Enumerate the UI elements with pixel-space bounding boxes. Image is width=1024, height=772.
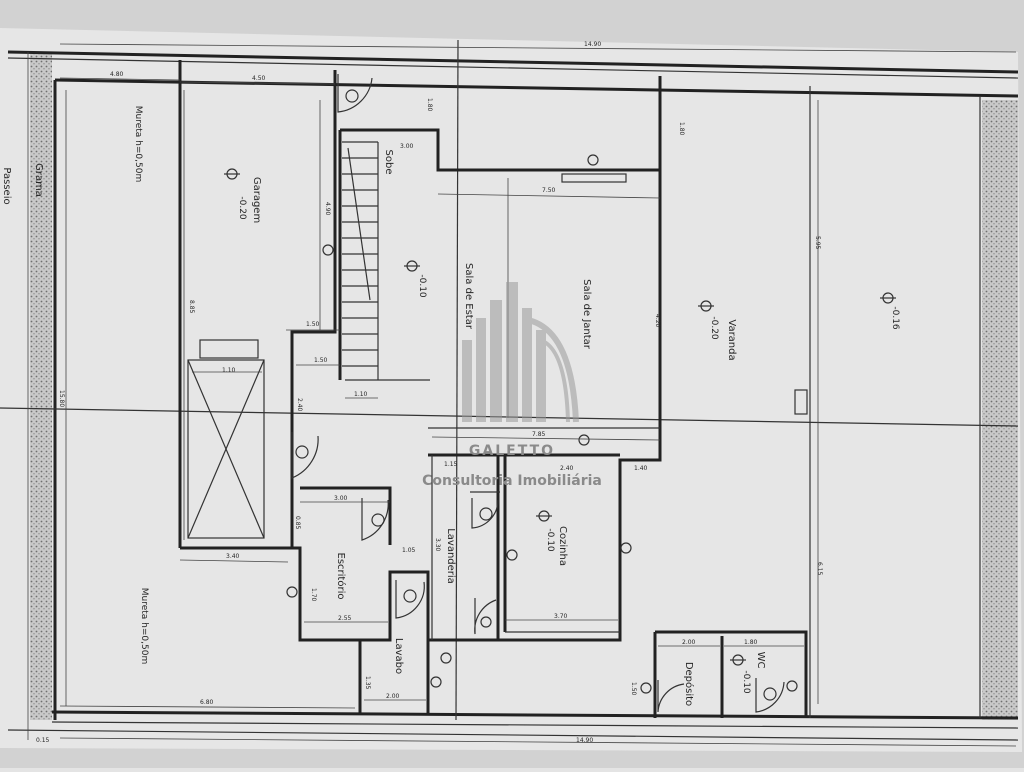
dim-2-55: 2.55 — [338, 615, 352, 622]
level-cozinha: -0.10 — [545, 528, 555, 552]
level-garagem: -0.20 — [237, 196, 247, 220]
level-wc: -0.10 — [741, 670, 751, 694]
staircase — [342, 141, 379, 380]
dimension-labels: 14.90 4.80 4.50 1.80 3.00 7.50 1.80 4.90… — [36, 41, 823, 744]
grass-strip-left — [30, 52, 52, 720]
dim-1-50-b: 1.50 — [314, 357, 328, 364]
dim-7-50: 7.50 — [542, 187, 556, 194]
room-label-lavanderia: Lavanderia — [445, 528, 456, 584]
dim-3-30: 3.30 — [434, 538, 441, 552]
doors — [291, 74, 785, 713]
dim-2-00-a: 2.00 — [386, 693, 400, 700]
label-grama: Grama — [33, 163, 44, 197]
dim-2-40-a: 2.40 — [296, 398, 303, 412]
room-label-sobe: Sobe — [383, 150, 394, 175]
dim-5-95: 5.95 — [814, 236, 821, 250]
dim-1-80-c: 1.80 — [744, 639, 758, 646]
dim-total-top: 14.90 — [584, 41, 601, 48]
room-label-lavabo: Lavabo — [393, 638, 404, 674]
exterior-labels: Passeio Grama Mureta h=0,50m Mureta h=0,… — [1, 106, 149, 664]
dim-3-70: 3.70 — [554, 613, 568, 620]
dimension-lines — [59, 43, 1017, 747]
dim-4-80: 4.80 — [110, 71, 124, 78]
level-sala: -0.10 — [417, 274, 427, 298]
level-labels: -0.20 -0.10 -0.20 -0.16 -0.10 -0.10 — [237, 196, 900, 694]
dim-1-15: 1.15 — [444, 461, 458, 468]
room-label-deposito: Depósito — [683, 662, 695, 706]
dim-4-50: 4.50 — [252, 75, 266, 82]
dim-2-00-b: 2.00 — [682, 639, 696, 646]
room-label-sala-jantar: Sala de Jantar — [581, 279, 592, 350]
dim-8-85: 8.85 — [188, 300, 195, 314]
watermark-name: GALETTO — [469, 443, 555, 459]
label-mureta-bottom: Mureta h=0,50m — [139, 588, 149, 664]
dim-15-80: 15.80 — [58, 390, 65, 407]
watermark-logo — [462, 282, 579, 423]
dim-4-20: 4.20 — [654, 314, 661, 328]
level-markers — [224, 168, 896, 666]
dim-1-80-a: 1.80 — [426, 98, 433, 112]
dim-total-bottom: 14.90 — [576, 737, 593, 744]
dim-1-40: 1.40 — [634, 465, 648, 472]
level-quintal: -0.16 — [890, 306, 900, 330]
dim-1-50-a: 1.50 — [306, 321, 320, 328]
room-label-escritorio: Escritório — [335, 553, 347, 600]
dim-0-85: 0.85 — [294, 516, 301, 530]
watermark-tagline: Consultoria Imobiliária — [422, 473, 602, 489]
label-passeio: Passeio — [1, 167, 12, 204]
grass-strip-right — [982, 100, 1018, 720]
room-label-cozinha: Cozinha — [557, 526, 568, 566]
dim-1-35: 1.35 — [364, 676, 371, 690]
room-label-wc: WC — [755, 652, 766, 669]
dim-0-15: 0.15 — [36, 737, 50, 744]
dim-1-10-b: 1.10 — [354, 391, 368, 398]
house-walls — [290, 70, 808, 718]
element-tags — [286, 89, 798, 701]
dim-1-05: 1.05 — [402, 547, 416, 554]
level-varanda: -0.20 — [709, 316, 719, 340]
room-label-varanda: Varanda — [726, 319, 737, 360]
room-label-sala-estar: Sala de Estar — [463, 263, 474, 330]
dim-1-50-c: 1.50 — [630, 682, 637, 696]
dim-6-15: 6.15 — [816, 562, 823, 576]
lot-boundary — [0, 39, 1019, 741]
dim-7-85: 7.85 — [532, 431, 546, 438]
room-labels: Garagem Sobe Sala de Estar Sala de Janta… — [251, 150, 766, 707]
dim-3-00-b: 3.00 — [334, 495, 348, 502]
dim-1-10-a: 1.10 — [222, 367, 236, 374]
dim-4-90: 4.90 — [324, 202, 331, 216]
garage-outline — [178, 60, 336, 550]
label-mureta-top: Mureta h=0,50m — [133, 106, 143, 182]
dim-2-40-b: 2.40 — [560, 465, 574, 472]
room-label-garagem: Garagem — [251, 177, 262, 223]
dim-3-00-a: 3.00 — [400, 143, 414, 150]
dim-6-80: 6.80 — [200, 699, 214, 706]
dim-1-70: 1.70 — [310, 588, 317, 602]
dim-1-80-b: 1.80 — [678, 122, 685, 136]
dim-3-40: 3.40 — [226, 553, 240, 560]
